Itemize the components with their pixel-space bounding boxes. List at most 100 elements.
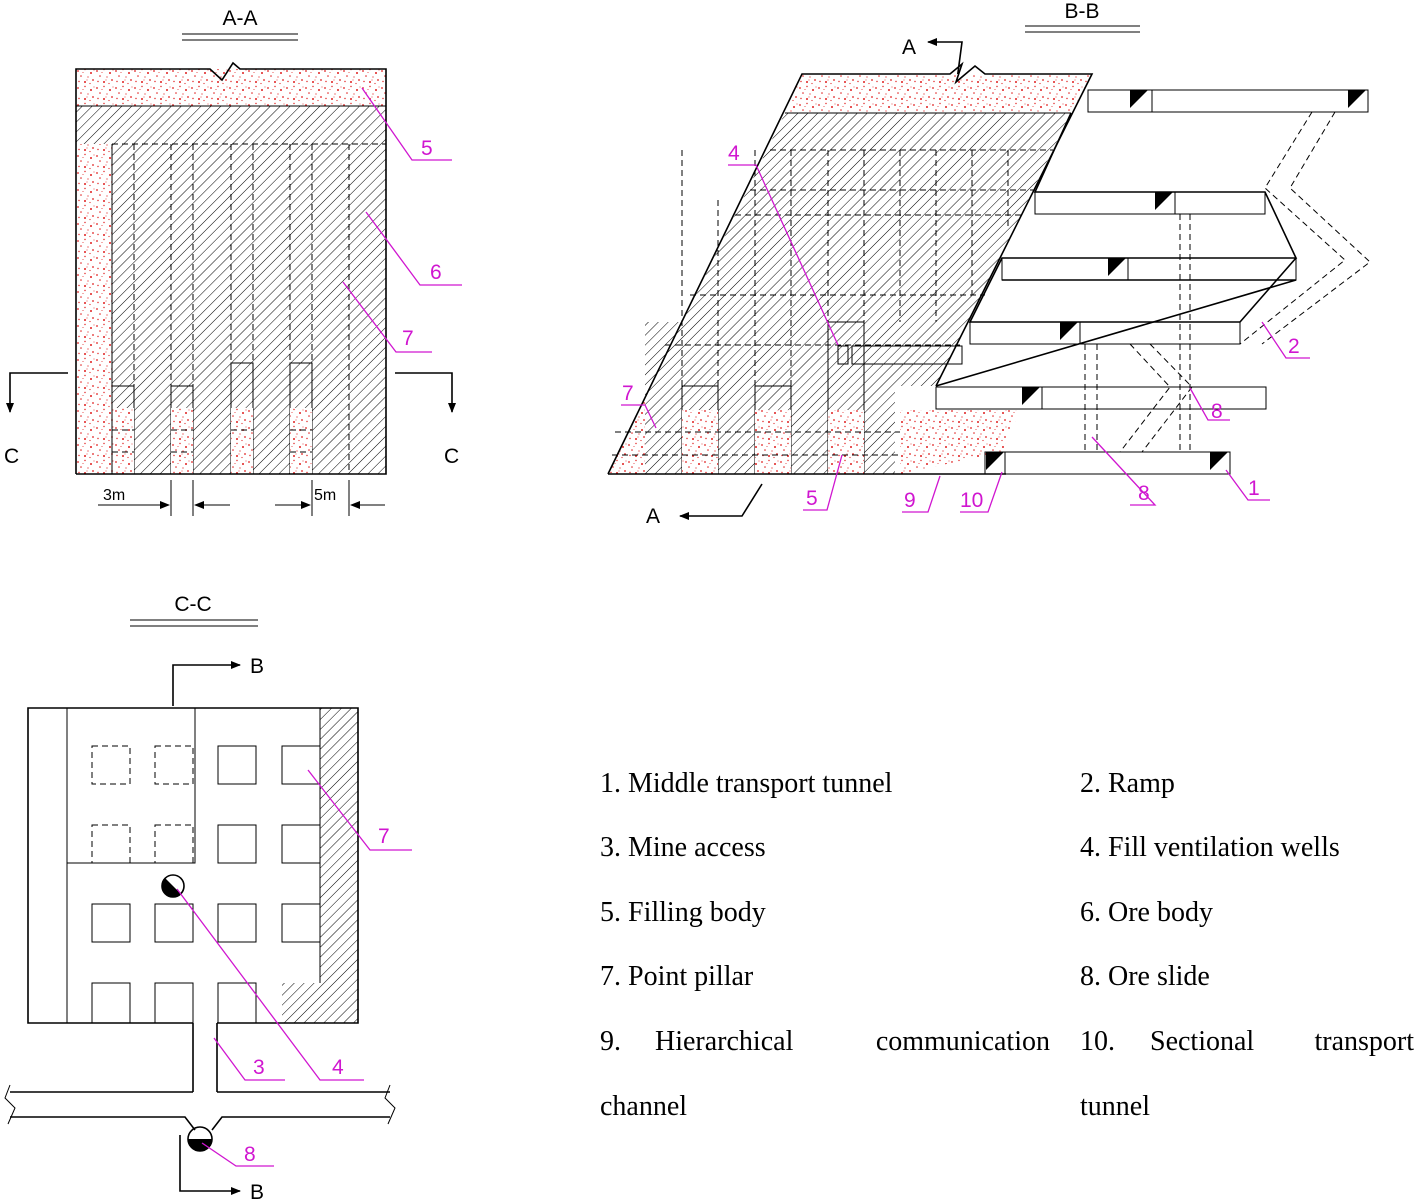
section-cc-outline — [27, 707, 359, 1024]
dashed-pillars — [91, 745, 194, 864]
cut-arrow-left — [6, 372, 68, 413]
callout-7: 7 — [378, 825, 390, 848]
cut-arrow-bottom — [679, 483, 763, 520]
callout-leader — [342, 281, 432, 353]
legend-item-9-word1: Hierarchical — [655, 1026, 794, 1057]
section-aa: A-A — [4, 7, 462, 516]
callout-leader — [803, 454, 843, 511]
section-bb: B-B A A — [607, 0, 1371, 528]
ramp — [968, 112, 1298, 323]
callout-9: 9 — [904, 489, 916, 512]
dim-label-3m: 3m — [103, 487, 125, 504]
ramp-dashed — [1239, 111, 1346, 345]
legend-item-9-cont: channel — [600, 1091, 687, 1122]
callout-4: 4 — [332, 1056, 344, 1079]
ore-slide-dashed — [1141, 343, 1193, 453]
legend-item-10-word2: transport — [1314, 1026, 1414, 1057]
section-aa-title: A-A — [222, 7, 257, 30]
legend: 1. Middle transport tunnel 3. Mine acces… — [600, 768, 1414, 1122]
filling-body — [27, 707, 68, 1024]
legend-item-1: 1. Middle transport tunnel — [600, 768, 893, 799]
arrow-label-a-bottom: A — [646, 505, 660, 528]
callout-6: 6 — [430, 261, 442, 284]
cut-label-right: C — [444, 445, 459, 468]
stope-fill — [682, 410, 718, 474]
legend-item-10-cont: tunnel — [1080, 1091, 1150, 1122]
callout-leader — [1189, 387, 1230, 421]
dimension-3m: 3m — [98, 480, 230, 516]
cut-arrow-top — [172, 661, 241, 706]
callout-leader — [1225, 469, 1270, 501]
legend-item-4: 4. Fill ventilation wells — [1080, 832, 1340, 863]
cut-arrow-right — [395, 372, 456, 413]
callout-leader — [1261, 321, 1310, 359]
callout-leader — [728, 164, 839, 346]
legend-item-10-word1: Sectional — [1150, 1026, 1254, 1057]
arrow-label-b-top: B — [250, 655, 264, 678]
legend-item-5: 5. Filling body — [600, 897, 766, 928]
callout-10: 10 — [960, 489, 983, 512]
callout-7: 7 — [622, 382, 634, 405]
section-cc: C-C B B — [4, 593, 412, 1202]
filling-body-top — [76, 69, 386, 106]
callout-8-upper: 8 — [1211, 400, 1223, 423]
callout-leader — [902, 475, 941, 513]
callout-5: 5 — [806, 487, 818, 510]
callout-leader — [176, 888, 364, 1081]
callout-1: 1 — [1248, 477, 1260, 500]
callout-8: 8 — [244, 1143, 256, 1166]
callout-leader — [621, 404, 657, 429]
callout-2: 2 — [1288, 335, 1300, 358]
legend-item-9-num: 9. — [600, 1026, 621, 1057]
stope-fill — [828, 410, 864, 474]
section-bb-outline — [607, 61, 1094, 475]
ore-slide-dashed — [1119, 343, 1171, 453]
callout-leader — [307, 769, 412, 851]
break-mark-right — [384, 1084, 396, 1125]
callout-leader — [213, 1037, 285, 1081]
break-mark-left — [4, 1084, 16, 1125]
legend-item-8: 8. Ore slide — [1080, 961, 1210, 992]
legend-item-7: 7. Point pillar — [600, 961, 754, 992]
legend-item-3: 3. Mine access — [600, 832, 766, 863]
filling-body-left — [76, 144, 112, 474]
stope-fill — [231, 408, 253, 474]
stope-fill — [112, 408, 134, 474]
stope-fill — [755, 410, 791, 474]
legend-item-6: 6. Ore body — [1080, 897, 1213, 928]
ore-body-top — [76, 106, 386, 144]
section-bb-title: B-B — [1064, 0, 1099, 23]
dimension-5m: 5m — [275, 480, 385, 516]
point-pillars — [91, 745, 321, 1024]
legend-item-10-num: 10. — [1080, 1026, 1115, 1057]
cut-arrow-bottom — [179, 1135, 241, 1195]
filling-body-top — [785, 74, 1092, 113]
ore-slide-fill — [188, 1139, 212, 1151]
stope-fill — [290, 408, 312, 474]
cut-label-left: C — [4, 445, 19, 468]
dashed-pillar-lines — [612, 149, 1053, 456]
callout-leader — [960, 471, 1003, 513]
well-fill — [161, 878, 181, 898]
arrow-label-a-top: A — [902, 36, 916, 59]
ramp-lower — [935, 279, 1297, 387]
dashed-pillar-lines — [112, 143, 386, 474]
ore-body-block — [66, 707, 196, 864]
callout-leader — [1091, 436, 1157, 506]
callout-leader — [365, 211, 462, 286]
dim-label-5m: 5m — [314, 487, 336, 504]
legend-item-9-word2: communication — [876, 1026, 1050, 1057]
callout-8-lower: 8 — [1138, 482, 1150, 505]
callout-leader — [361, 87, 452, 161]
ramp-dashed — [1261, 111, 1371, 345]
callout-7: 7 — [402, 327, 414, 350]
ore-slide-lines — [1084, 214, 1191, 452]
callout-5: 5 — [421, 137, 433, 160]
ventilation-beam — [851, 345, 963, 365]
callout-leader — [201, 1142, 274, 1167]
arrow-label-b-bottom: B — [250, 1181, 264, 1202]
stope-fill — [171, 408, 193, 474]
legend-item-2: 2. Ramp — [1080, 768, 1175, 799]
section-cc-title: C-C — [174, 593, 211, 616]
